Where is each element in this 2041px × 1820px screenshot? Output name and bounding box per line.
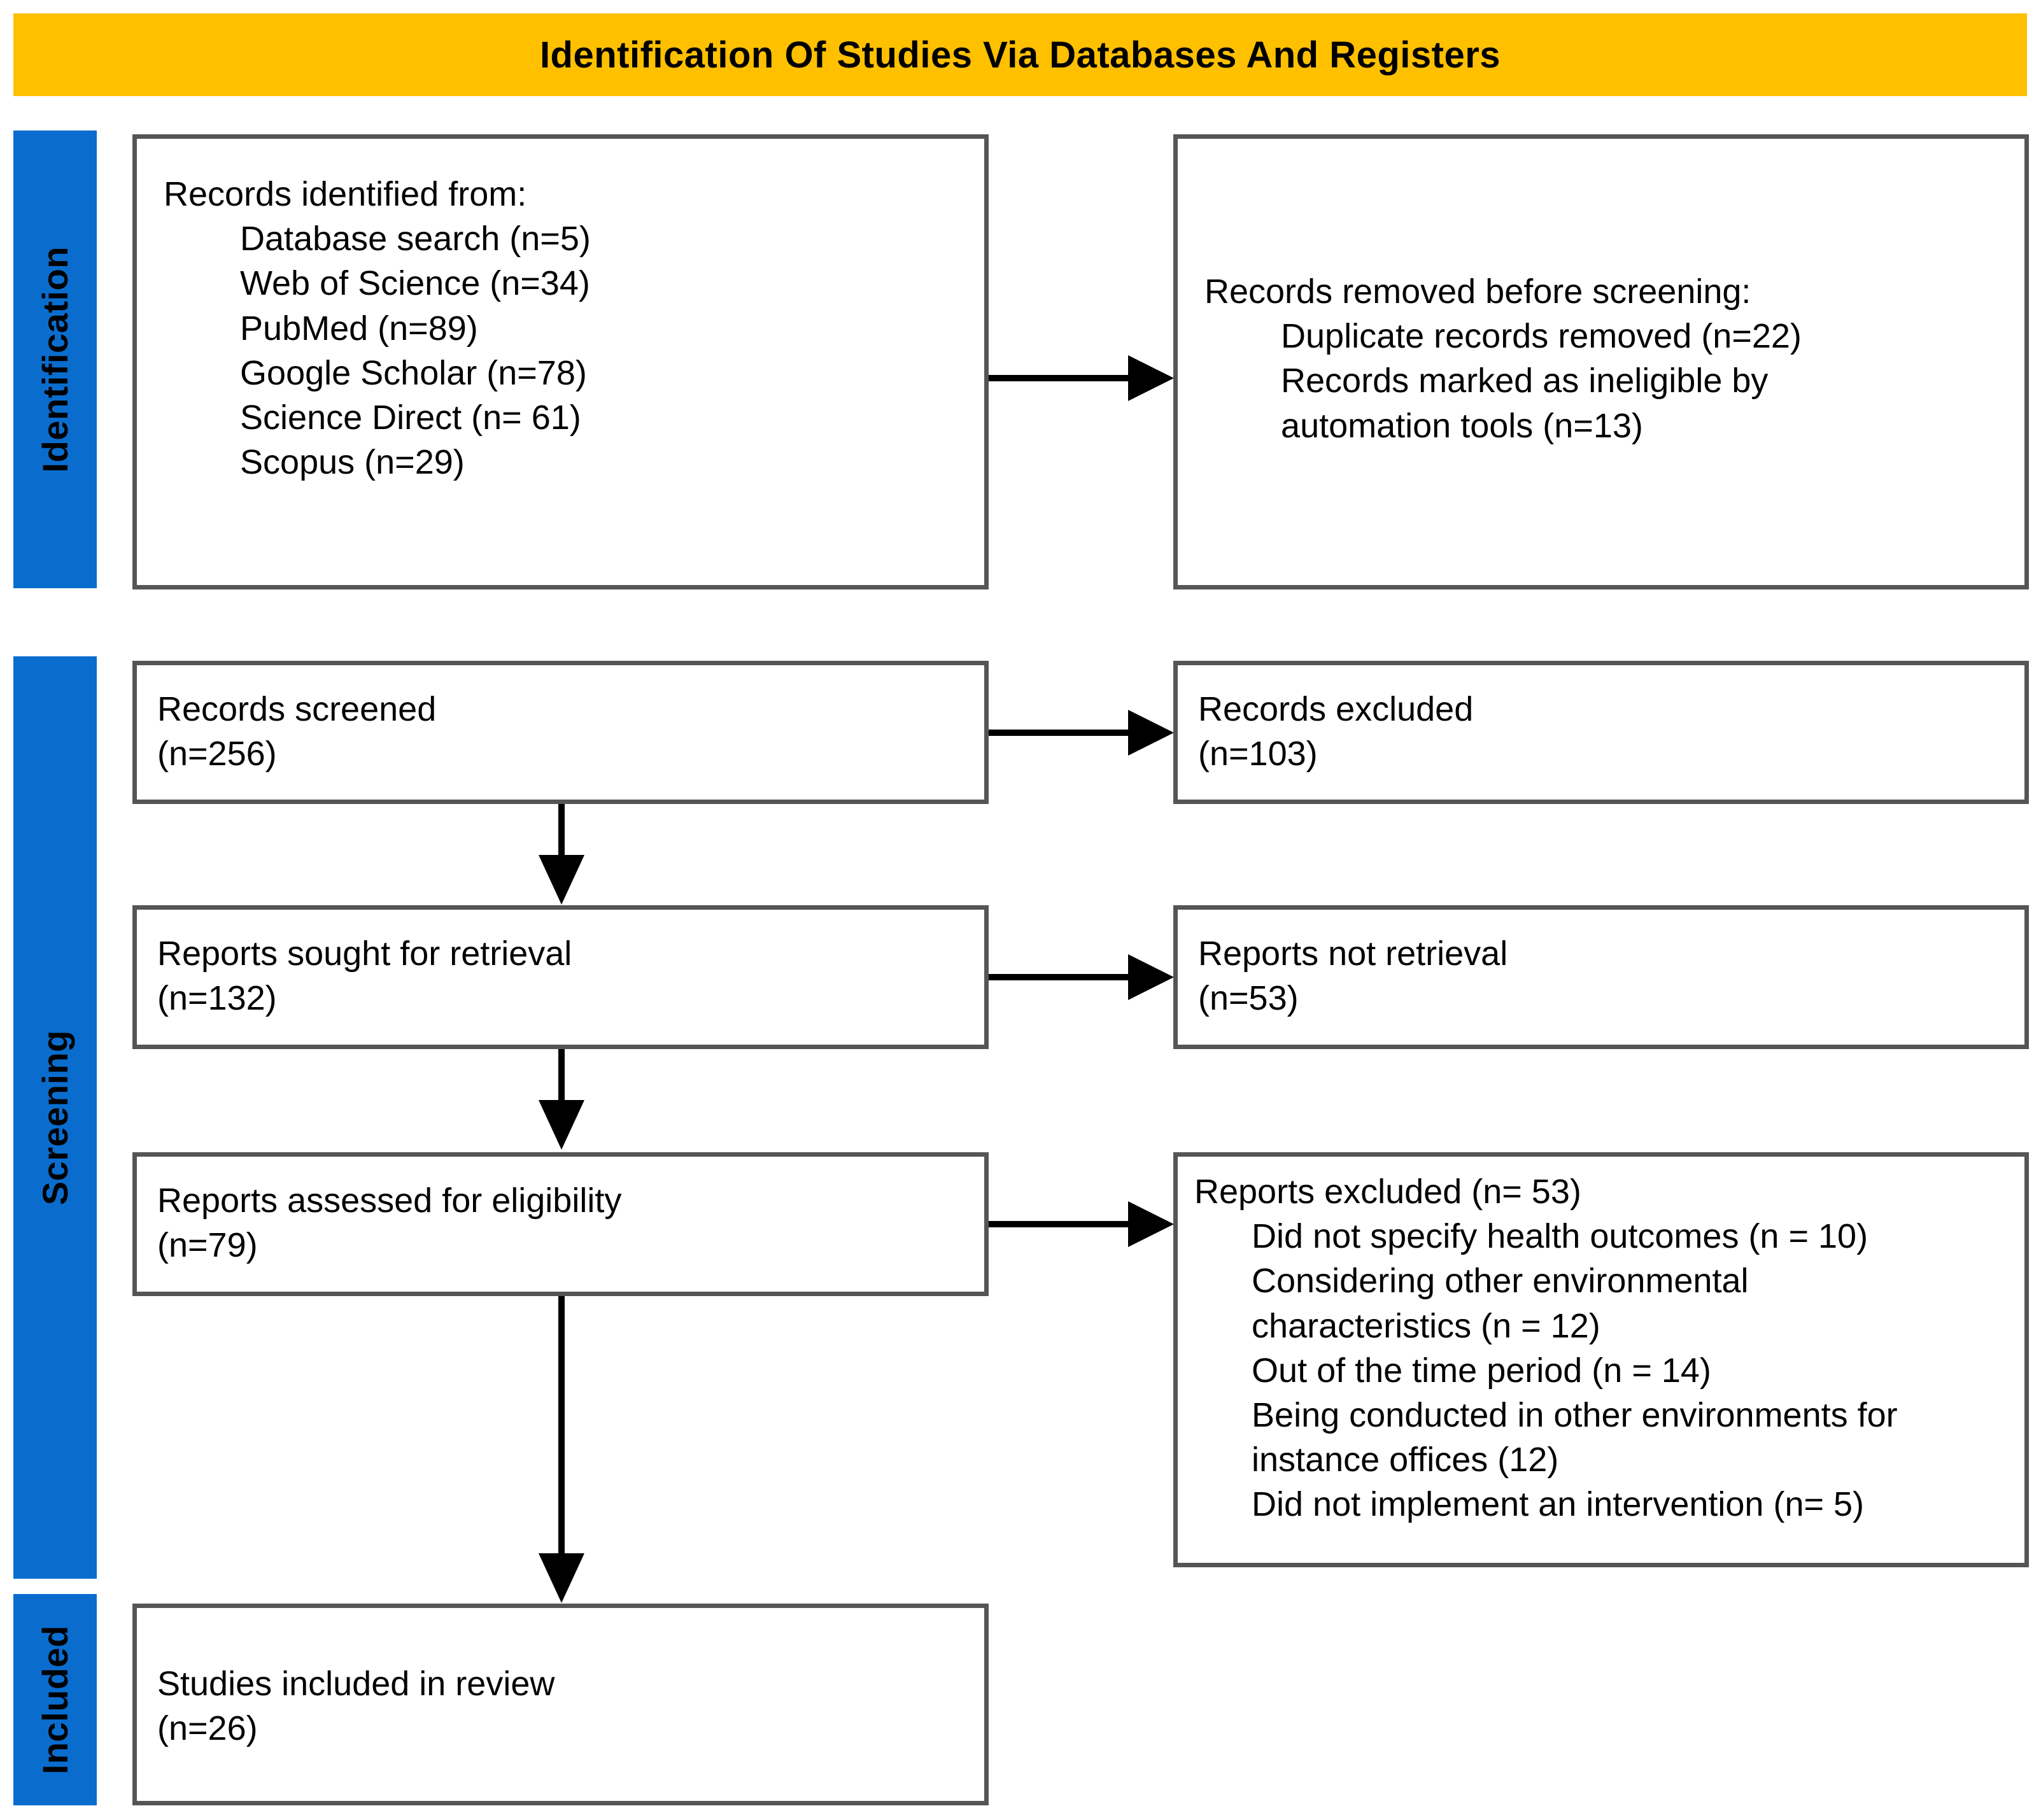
- flow-box-records-screened: Records screened (n=256): [132, 661, 989, 804]
- arrow-right-icon-screened-to-excluded: [1128, 710, 1174, 756]
- stage-rail-label-included: Included: [35, 1625, 75, 1775]
- arrow-down-icon-screened-to-sought: [539, 855, 584, 905]
- flow-box-records-identified-text: Records identified from: Database search…: [164, 175, 591, 482]
- flow-box-reports-assessed: Reports assessed for eligibility (n=79): [132, 1152, 989, 1296]
- connector-identified-to-removed-line: [989, 375, 1135, 381]
- connector-sought-to-notretrieved-line: [989, 974, 1135, 980]
- flow-box-studies-included: Studies included in review (n=26): [132, 1604, 989, 1805]
- connector-screened-to-excluded-line: [989, 730, 1135, 736]
- stage-rail-identification: Identification: [13, 131, 97, 588]
- arrow-right-icon-sought-to-notretrieved: [1128, 954, 1174, 1000]
- flow-box-records-excluded-text: Records excluded (n=103): [1198, 690, 1474, 773]
- arrow-down-icon-assessed-to-included: [539, 1553, 584, 1603]
- connector-assessed-to-reportsexcluded-line: [989, 1221, 1135, 1227]
- flow-box-records-identified: Records identified from: Database search…: [132, 134, 989, 589]
- stage-rail-label-identification: Identification: [35, 246, 75, 473]
- flow-box-reports-excluded-text: Reports excluded (n= 53) Did not specify…: [1194, 1173, 1898, 1524]
- flow-box-reports-sought-text: Reports sought for retrieval (n=132): [157, 935, 572, 1018]
- diagram-header-banner: Identification Of Studies Via Databases …: [13, 13, 2027, 96]
- arrow-down-icon-sought-to-assessed: [539, 1100, 584, 1150]
- connector-screened-to-sought-line: [558, 804, 565, 870]
- flow-box-records-removed: Records removed before screening: Duplic…: [1173, 134, 2029, 589]
- arrow-right-icon-identified-to-removed: [1128, 355, 1174, 401]
- page-title: Identification Of Studies Via Databases …: [539, 34, 1501, 76]
- flow-box-reports-assessed-text: Reports assessed for eligibility (n=79): [157, 1182, 622, 1265]
- connector-assessed-to-included-line: [558, 1296, 565, 1554]
- arrow-right-icon-assessed-to-reportsexcluded: [1128, 1201, 1174, 1247]
- flow-box-records-screened-text: Records screened (n=256): [157, 690, 437, 773]
- flow-box-reports-excluded: Reports excluded (n= 53) Did not specify…: [1173, 1152, 2029, 1567]
- stage-rail-label-screening: Screening: [35, 1029, 75, 1206]
- flow-box-records-excluded: Records excluded (n=103): [1173, 661, 2029, 804]
- stage-rail-screening: Screening: [13, 656, 97, 1579]
- flow-box-reports-not-retrieved-text: Reports not retrieval (n=53): [1198, 935, 1508, 1018]
- connector-sought-to-assessed-line: [558, 1049, 565, 1115]
- flow-box-studies-included-text: Studies included in review (n=26): [157, 1665, 555, 1748]
- flow-box-reports-not-retrieved: Reports not retrieval (n=53): [1173, 905, 2029, 1049]
- flow-box-records-removed-text: Records removed before screening: Duplic…: [1204, 272, 1802, 445]
- stage-rail-included: Included: [13, 1594, 97, 1805]
- flow-box-reports-sought: Reports sought for retrieval (n=132): [132, 905, 989, 1049]
